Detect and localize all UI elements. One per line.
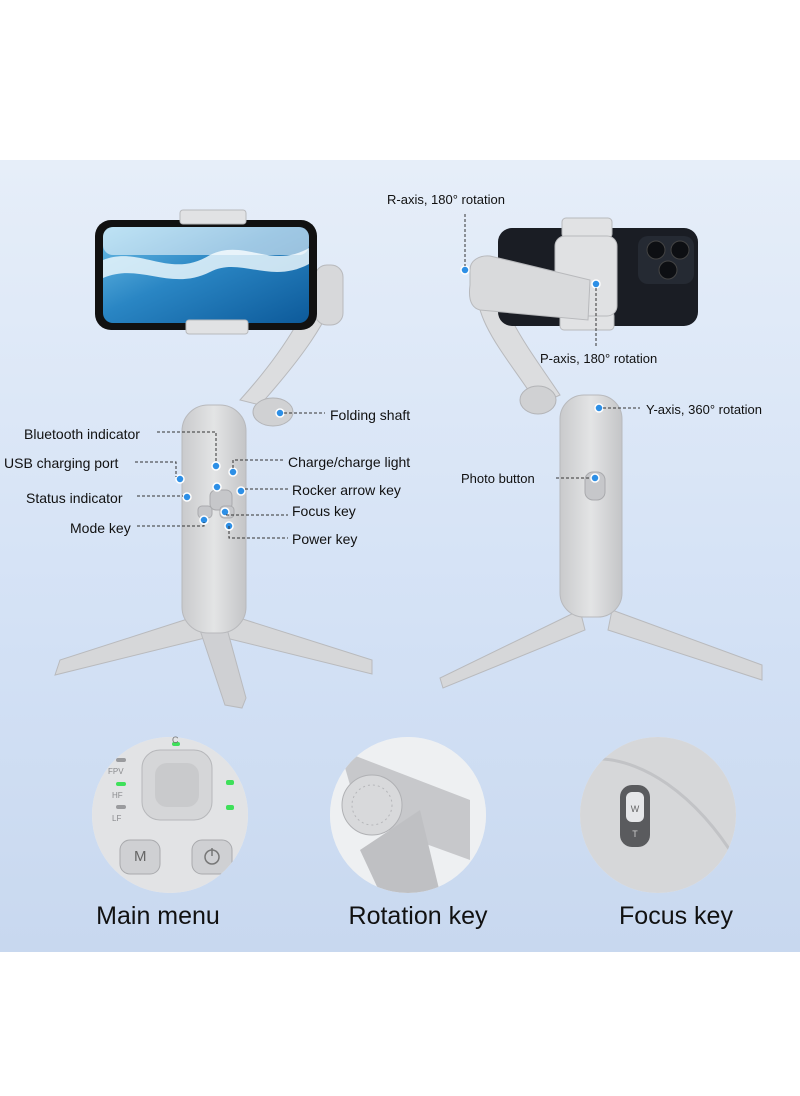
product-panel: W T Bluetooth indicator USB charging por… (0, 160, 800, 952)
left-gimbal (54, 209, 373, 709)
caption-rotation-key: Rotation key (348, 902, 488, 930)
label-charge-light: Charge/charge light (288, 454, 411, 470)
closeup-rotation-key-art (330, 737, 486, 893)
label-p-axis: P-axis, 180° rotation (540, 351, 658, 366)
closeup-main-menu-art (92, 737, 248, 893)
caption-main-menu: Main menu (96, 902, 220, 930)
label-usb-charging-port: USB charging port (4, 455, 119, 471)
focus-slider-w-mark: W (631, 804, 640, 814)
label-y-axis: Y-axis, 360° rotation (646, 402, 763, 417)
label-bluetooth-indicator: Bluetooth indicator (24, 426, 140, 442)
label-rocker-arrow-key: Rocker arrow key (292, 482, 401, 498)
top-mark-c: C (172, 735, 179, 745)
mode-label-hf: HF (112, 791, 123, 800)
mode-button-m: M (134, 848, 147, 865)
label-power-key: Power key (292, 531, 358, 547)
label-status-indicator: Status indicator (26, 490, 123, 506)
label-photo-button: Photo button (461, 471, 535, 486)
label-folding-shaft: Folding shaft (330, 407, 411, 423)
label-focus-key: Focus key (292, 503, 356, 519)
product-illustration: W T (54, 209, 763, 893)
focus-slider-t-mark: T (632, 829, 638, 839)
label-r-axis: R-axis, 180° rotation (387, 192, 505, 207)
right-gimbal (439, 214, 763, 689)
closeup-focus-key-art: W T (580, 737, 736, 893)
mode-label-lf: LF (112, 814, 122, 823)
mode-label-fpv: FPV (108, 767, 124, 776)
left-callout-dots (175, 408, 285, 531)
label-mode-key: Mode key (70, 520, 131, 536)
caption-focus-key: Focus key (619, 902, 733, 930)
